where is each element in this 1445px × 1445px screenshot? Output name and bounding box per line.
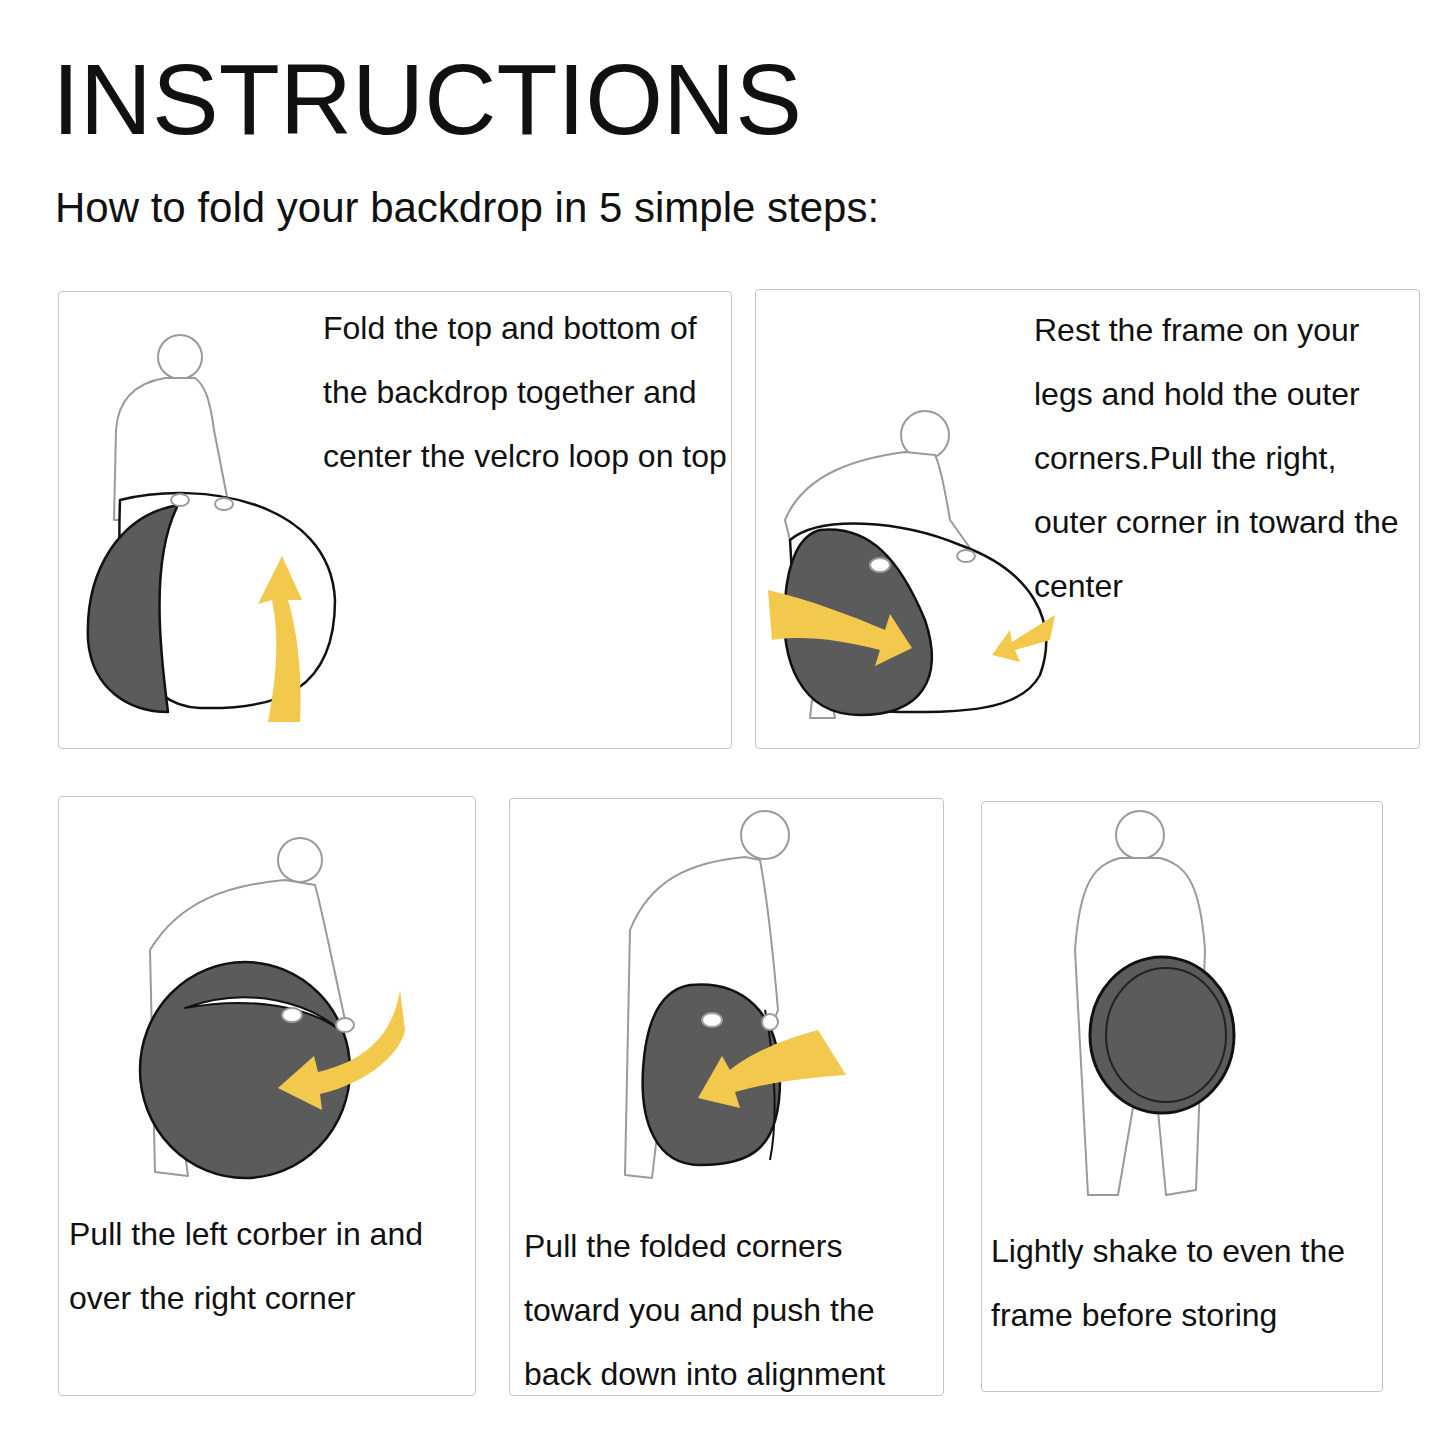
page-subtitle: How to fold your backdrop in 5 simple st… bbox=[55, 180, 879, 236]
step-panel: Fold the top and bottom of the backdrop … bbox=[58, 291, 732, 749]
step-instruction: Fold the top and bottom of the backdrop … bbox=[323, 296, 728, 488]
step-instruction: Rest the frame on your legs and hold the… bbox=[1034, 298, 1416, 618]
step-panel: Pull the folded corners toward you and p… bbox=[509, 798, 944, 1396]
step-instruction: Lightly shake to even the frame before s… bbox=[991, 1219, 1383, 1347]
step-instruction: Pull the folded corners toward you and p… bbox=[524, 1214, 942, 1406]
page-title: INSTRUCTIONS bbox=[52, 44, 802, 154]
step-instruction: Pull the left corber in and over the rig… bbox=[69, 1202, 474, 1330]
step-panel: Lightly shake to even the frame before s… bbox=[981, 801, 1383, 1392]
step-panel: Rest the frame on your legs and hold the… bbox=[755, 289, 1420, 749]
step-panel: Pull the left corber in and over the rig… bbox=[58, 796, 476, 1396]
